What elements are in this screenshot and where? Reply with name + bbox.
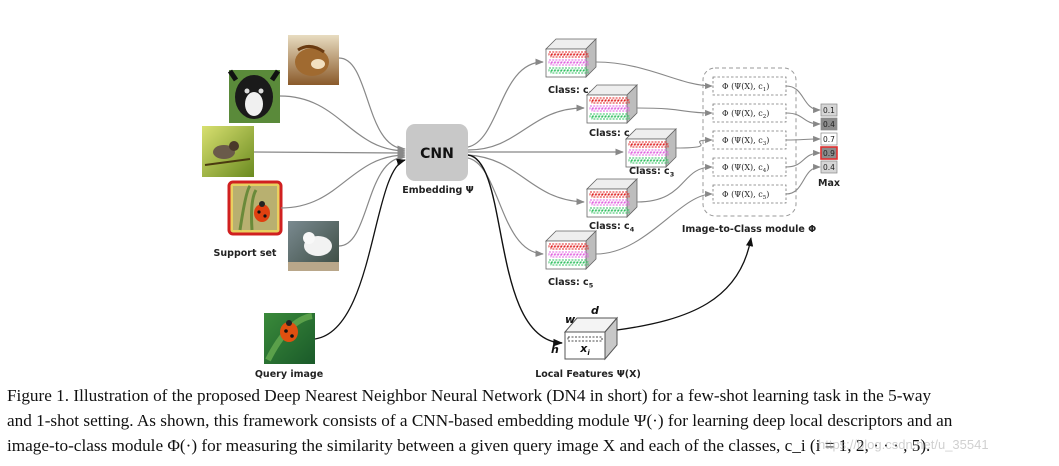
class-label-3: Class: c3 — [629, 166, 674, 179]
class-feature-cube-2: Class: c2 — [586, 84, 638, 141]
score-value-3: 0.7 — [823, 135, 835, 144]
feature-h-label: h — [551, 343, 559, 356]
support-image-ladybug — [227, 180, 283, 236]
dn4-architecture-diagram: CNN Embedding Ψ Support set Query image … — [202, 35, 840, 380]
cnn-block: CNN — [406, 124, 468, 181]
cnn-label: CNN — [420, 146, 454, 162]
figure-caption: Figure 1. Illustration of the proposed D… — [7, 383, 1052, 458]
phi-to-score-arrows — [785, 85, 821, 195]
max-label: Max — [818, 178, 840, 189]
svg-text:Φ (Ψ(X), c1): Φ (Ψ(X), c1) — [722, 82, 769, 93]
embedding-label: Embedding Ψ — [402, 185, 473, 196]
svg-text:xi: xi — [579, 342, 590, 357]
score-cell-2: 0.4 — [820, 117, 838, 131]
query-image — [264, 313, 315, 364]
score-value-2: 0.4 — [823, 120, 835, 129]
watermark: https://blog.csdn.net/u_35541 — [818, 437, 989, 452]
svg-text:Φ (Ψ(X), c4): Φ (Ψ(X), c4) — [722, 163, 769, 174]
local-features-label: Local Features Ψ(X) — [535, 369, 641, 380]
caption-line-3: image-to-class module Φ(·) for measuring… — [7, 436, 931, 455]
query-image-label: Query image — [255, 369, 323, 380]
score-cell-5: 0.4 — [820, 160, 838, 174]
feature-x-sub: i — [587, 349, 590, 357]
image-to-class-label: Image-to-Class module Φ — [682, 224, 816, 235]
score-cell-1: 0.1 — [820, 103, 838, 117]
cnn-to-class-arrows — [467, 58, 624, 257]
support-to-cnn-arrows — [253, 57, 406, 247]
class-feature-cube-5: Class: c5 — [545, 230, 597, 290]
support-set-label: Support set — [214, 248, 277, 259]
svg-text:Φ (Ψ(X), c3): Φ (Ψ(X), c3) — [722, 136, 769, 147]
score-value-1: 0.1 — [823, 106, 835, 115]
score-value-5: 0.4 — [823, 163, 835, 172]
cnn-to-local-features-arrow — [467, 154, 563, 347]
image-to-class-module — [702, 67, 797, 217]
phi-similarity-2: Φ (Ψ(X), c2) — [712, 103, 787, 123]
phi-similarity-4: Φ (Ψ(X), c4) — [712, 157, 787, 177]
score-cell-4: 0.9 — [820, 146, 838, 160]
class-label-4: Class: c4 — [589, 221, 635, 234]
class-feature-cube-3: Class: c3 — [625, 128, 677, 179]
phi-similarity-3: Φ (Ψ(X), c3) — [712, 130, 787, 150]
class-feature-cube-4: Class: c4 — [586, 178, 638, 234]
feature-d-label: d — [591, 304, 599, 317]
local-features-cube: xi w d h — [551, 304, 619, 361]
local-features-to-module-arrow — [616, 237, 754, 331]
class-feature-cube-1: Class: c1 — [545, 38, 597, 98]
phi-similarity-5: Φ (Ψ(X), c5) — [712, 184, 787, 204]
svg-text:Φ (Ψ(X), c5): Φ (Ψ(X), c5) — [722, 190, 769, 201]
feature-x-label: x — [579, 342, 588, 355]
class-label-5: Class: c5 — [548, 277, 594, 290]
caption-line-1: Figure 1. Illustration of the proposed D… — [7, 386, 932, 405]
score-value-4: 0.9 — [823, 149, 835, 158]
score-cell-3: 0.7 — [820, 132, 838, 146]
support-image-lion — [288, 35, 339, 85]
support-image-goat — [288, 221, 339, 271]
support-image-bird — [202, 126, 254, 177]
feature-w-label: w — [565, 313, 576, 326]
svg-text:Φ (Ψ(X), c2): Φ (Ψ(X), c2) — [722, 109, 769, 120]
query-to-cnn-arrow — [314, 158, 406, 340]
caption-line-2: and 1-shot setting. As shown, this frame… — [7, 411, 953, 430]
phi-similarity-1: Φ (Ψ(X), c1) — [712, 76, 787, 96]
support-image-dog — [227, 69, 281, 123]
